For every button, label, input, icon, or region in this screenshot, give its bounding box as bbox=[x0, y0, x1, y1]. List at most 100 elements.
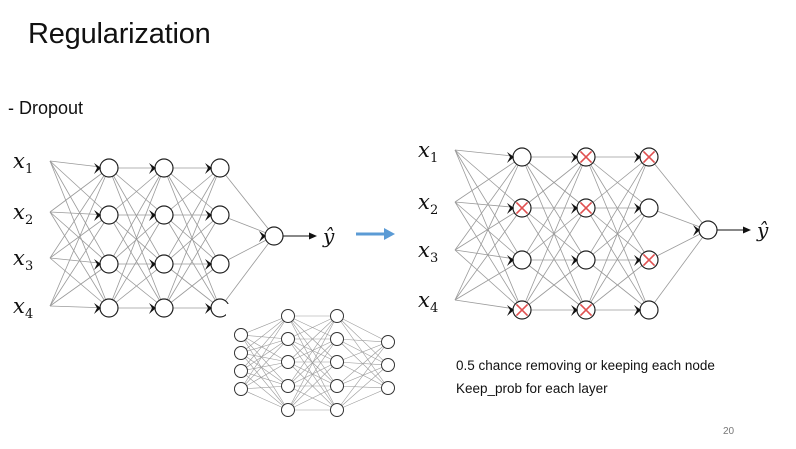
input-wedge bbox=[259, 231, 266, 242]
connection bbox=[49, 263, 110, 307]
input-wedge bbox=[94, 303, 101, 314]
connection bbox=[648, 229, 709, 311]
connection bbox=[49, 257, 110, 309]
input-label: x bbox=[418, 138, 430, 162]
connection bbox=[240, 338, 289, 354]
small-neuron bbox=[234, 328, 248, 342]
input-label: x bbox=[418, 238, 430, 262]
connection bbox=[336, 364, 389, 387]
neuron bbox=[94, 298, 119, 318]
connection bbox=[163, 167, 221, 216]
input-wedge bbox=[149, 259, 156, 270]
connection bbox=[454, 201, 523, 311]
dropped-node bbox=[571, 147, 596, 167]
connection bbox=[219, 235, 275, 265]
neuron bbox=[205, 158, 230, 178]
drop-mark bbox=[579, 303, 593, 317]
input-wedge bbox=[571, 203, 578, 214]
input-wedge bbox=[94, 259, 101, 270]
connection bbox=[648, 229, 709, 261]
small-neuron bbox=[234, 346, 248, 360]
connection bbox=[287, 315, 338, 340]
input-subscript: 2 bbox=[430, 203, 438, 218]
output-label: ŷ bbox=[322, 224, 335, 248]
connection bbox=[585, 207, 650, 311]
connection bbox=[521, 156, 587, 209]
connection bbox=[163, 214, 221, 265]
connection bbox=[240, 385, 289, 390]
connection bbox=[336, 341, 389, 363]
neuron bbox=[94, 205, 119, 225]
neuron bbox=[507, 147, 532, 167]
drop-mark bbox=[515, 303, 529, 317]
input-wedge bbox=[205, 259, 212, 270]
input-label: x bbox=[13, 200, 25, 224]
connection bbox=[648, 156, 709, 231]
small-neuron bbox=[281, 379, 295, 393]
connection bbox=[108, 167, 165, 265]
connection bbox=[240, 338, 289, 372]
neuron bbox=[149, 205, 174, 225]
connection bbox=[49, 167, 110, 259]
connection bbox=[240, 361, 289, 390]
connection bbox=[49, 167, 110, 213]
connection bbox=[240, 370, 289, 387]
input-wedge bbox=[634, 305, 641, 316]
neuron bbox=[634, 198, 659, 218]
connection bbox=[336, 315, 389, 343]
input-wedge bbox=[571, 255, 578, 266]
connection bbox=[336, 361, 389, 389]
neuron bbox=[507, 250, 532, 270]
connection bbox=[49, 167, 110, 307]
connection bbox=[240, 315, 289, 354]
neuron bbox=[571, 250, 596, 270]
small-neuron bbox=[330, 403, 344, 417]
small-neuron bbox=[330, 332, 344, 346]
connection bbox=[219, 214, 275, 237]
connection bbox=[49, 160, 110, 309]
input-wedge bbox=[634, 255, 641, 266]
connection bbox=[49, 160, 110, 216]
connection bbox=[240, 334, 289, 340]
input-wedge bbox=[205, 303, 212, 314]
small-neuron bbox=[330, 355, 344, 369]
small-neuron bbox=[281, 403, 295, 417]
connection bbox=[648, 207, 709, 231]
input-subscript: 4 bbox=[25, 307, 33, 322]
connection bbox=[521, 259, 587, 311]
input-subscript: 1 bbox=[430, 151, 438, 166]
small-neuron bbox=[381, 358, 395, 372]
drop-mark bbox=[579, 150, 593, 164]
neuron bbox=[205, 298, 230, 318]
dropout-note: 0.5 chance removing or keeping each node bbox=[456, 358, 715, 373]
input-wedge bbox=[507, 255, 514, 266]
small-neuron bbox=[281, 309, 295, 323]
neuron bbox=[149, 298, 174, 318]
input-wedge bbox=[149, 210, 156, 221]
connection bbox=[454, 149, 523, 209]
connection bbox=[336, 341, 389, 411]
connection bbox=[240, 334, 289, 387]
input-wedge bbox=[507, 305, 514, 316]
connection bbox=[454, 149, 523, 311]
connection bbox=[163, 263, 221, 309]
connection bbox=[240, 315, 289, 336]
connection bbox=[336, 385, 389, 389]
connection bbox=[454, 201, 523, 261]
connection bbox=[585, 259, 650, 311]
small-neuron bbox=[330, 309, 344, 323]
input-wedge bbox=[94, 210, 101, 221]
connection bbox=[49, 214, 110, 307]
input-label: x bbox=[13, 246, 25, 270]
connection bbox=[287, 385, 338, 411]
dropped-node bbox=[634, 250, 659, 270]
input-wedge bbox=[205, 163, 212, 174]
neuron bbox=[149, 158, 174, 178]
arrow-head bbox=[384, 228, 395, 240]
connection bbox=[108, 167, 165, 309]
connection bbox=[585, 156, 650, 311]
input-wedge bbox=[507, 152, 514, 163]
input-label: x bbox=[418, 288, 430, 312]
